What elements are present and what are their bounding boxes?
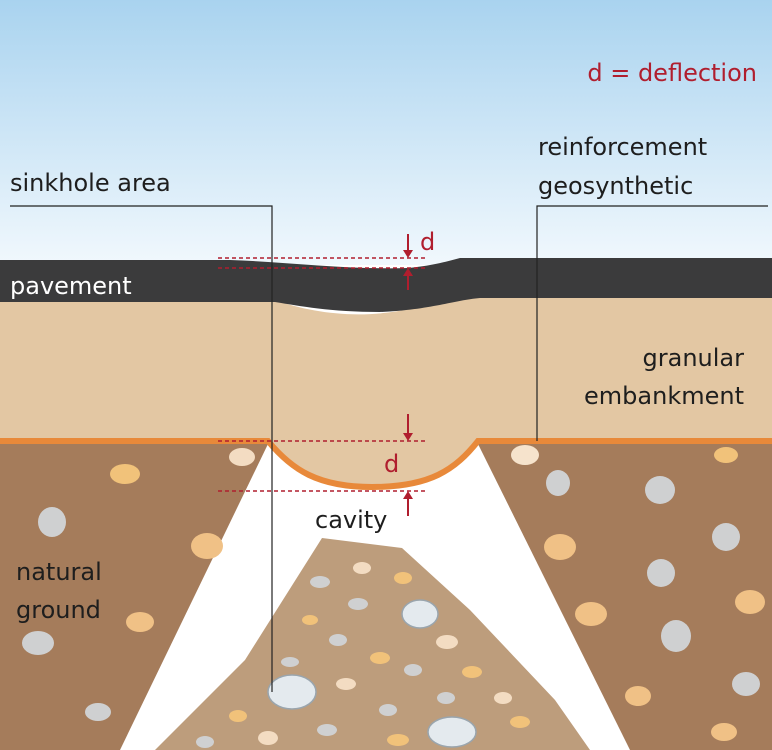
stone: [196, 736, 214, 748]
arrow-bottom-upper-head: [403, 433, 413, 441]
stone: [387, 734, 409, 746]
stone: [427, 716, 477, 748]
stone: [544, 534, 576, 560]
legend-text: d = deflection: [587, 59, 757, 87]
deflection-label-bottom: d: [384, 450, 399, 478]
leader-lines: [10, 205, 768, 692]
stone: [310, 576, 330, 588]
stones: [22, 445, 765, 748]
arrow-top-lower-head: [403, 268, 413, 276]
stone: [511, 445, 539, 465]
stone: [494, 692, 512, 704]
granular-label-line1: granular: [643, 344, 745, 372]
stone: [370, 652, 390, 664]
stone: [258, 731, 278, 745]
natural-ground-label-line1: natural: [16, 558, 102, 586]
stone: [229, 448, 255, 466]
stone: [661, 620, 691, 652]
stone: [126, 612, 154, 632]
stone: [281, 657, 299, 667]
stone: [394, 572, 412, 584]
deflection-guides: [218, 257, 428, 492]
leader-reinforcement: [536, 205, 768, 441]
stone: [317, 724, 337, 736]
geosynthetic-layer: [0, 438, 772, 491]
stone: [302, 615, 318, 625]
stone: [437, 692, 455, 704]
stone: [329, 634, 347, 646]
deflection-arrows: [403, 234, 413, 516]
deflection-label-top: d: [420, 228, 435, 256]
stone: [229, 710, 247, 722]
stone: [267, 674, 317, 710]
stone: [546, 470, 570, 496]
stone: [625, 686, 651, 706]
arrow-top-upper-head: [403, 250, 413, 258]
stone: [401, 599, 439, 629]
stone: [510, 716, 530, 728]
stone: [379, 704, 397, 716]
arrow-bottom-lower-head: [403, 491, 413, 499]
stone: [732, 672, 760, 696]
stone: [711, 723, 737, 741]
stone: [353, 562, 371, 574]
stone: [462, 666, 482, 678]
stone: [336, 678, 356, 690]
leader-sinkhole-area: [10, 205, 273, 692]
stone: [348, 598, 368, 610]
rubble-pile: [155, 538, 590, 750]
reinforcement-label-line2: geosynthetic: [538, 172, 693, 200]
stone: [714, 447, 738, 463]
stone: [110, 464, 140, 484]
pavement-layer: [0, 258, 772, 312]
stone: [85, 703, 111, 721]
cavity-label: cavity: [315, 506, 387, 534]
stone: [404, 664, 422, 676]
stone: [436, 635, 458, 649]
stone: [575, 602, 607, 626]
reinforcement-label-line1: reinforcement: [538, 133, 707, 161]
stone: [38, 507, 66, 537]
stone: [735, 590, 765, 614]
sinkhole-area-label: sinkhole area: [10, 169, 171, 197]
sky: [0, 0, 772, 265]
stone: [712, 523, 740, 551]
stone: [645, 476, 675, 504]
stone: [647, 559, 675, 587]
natural-ground-label-line2: ground: [16, 596, 101, 624]
pavement-label: pavement: [10, 272, 132, 300]
stone: [22, 631, 54, 655]
stone: [191, 533, 223, 559]
granular-label-line2: embankment: [584, 382, 744, 410]
